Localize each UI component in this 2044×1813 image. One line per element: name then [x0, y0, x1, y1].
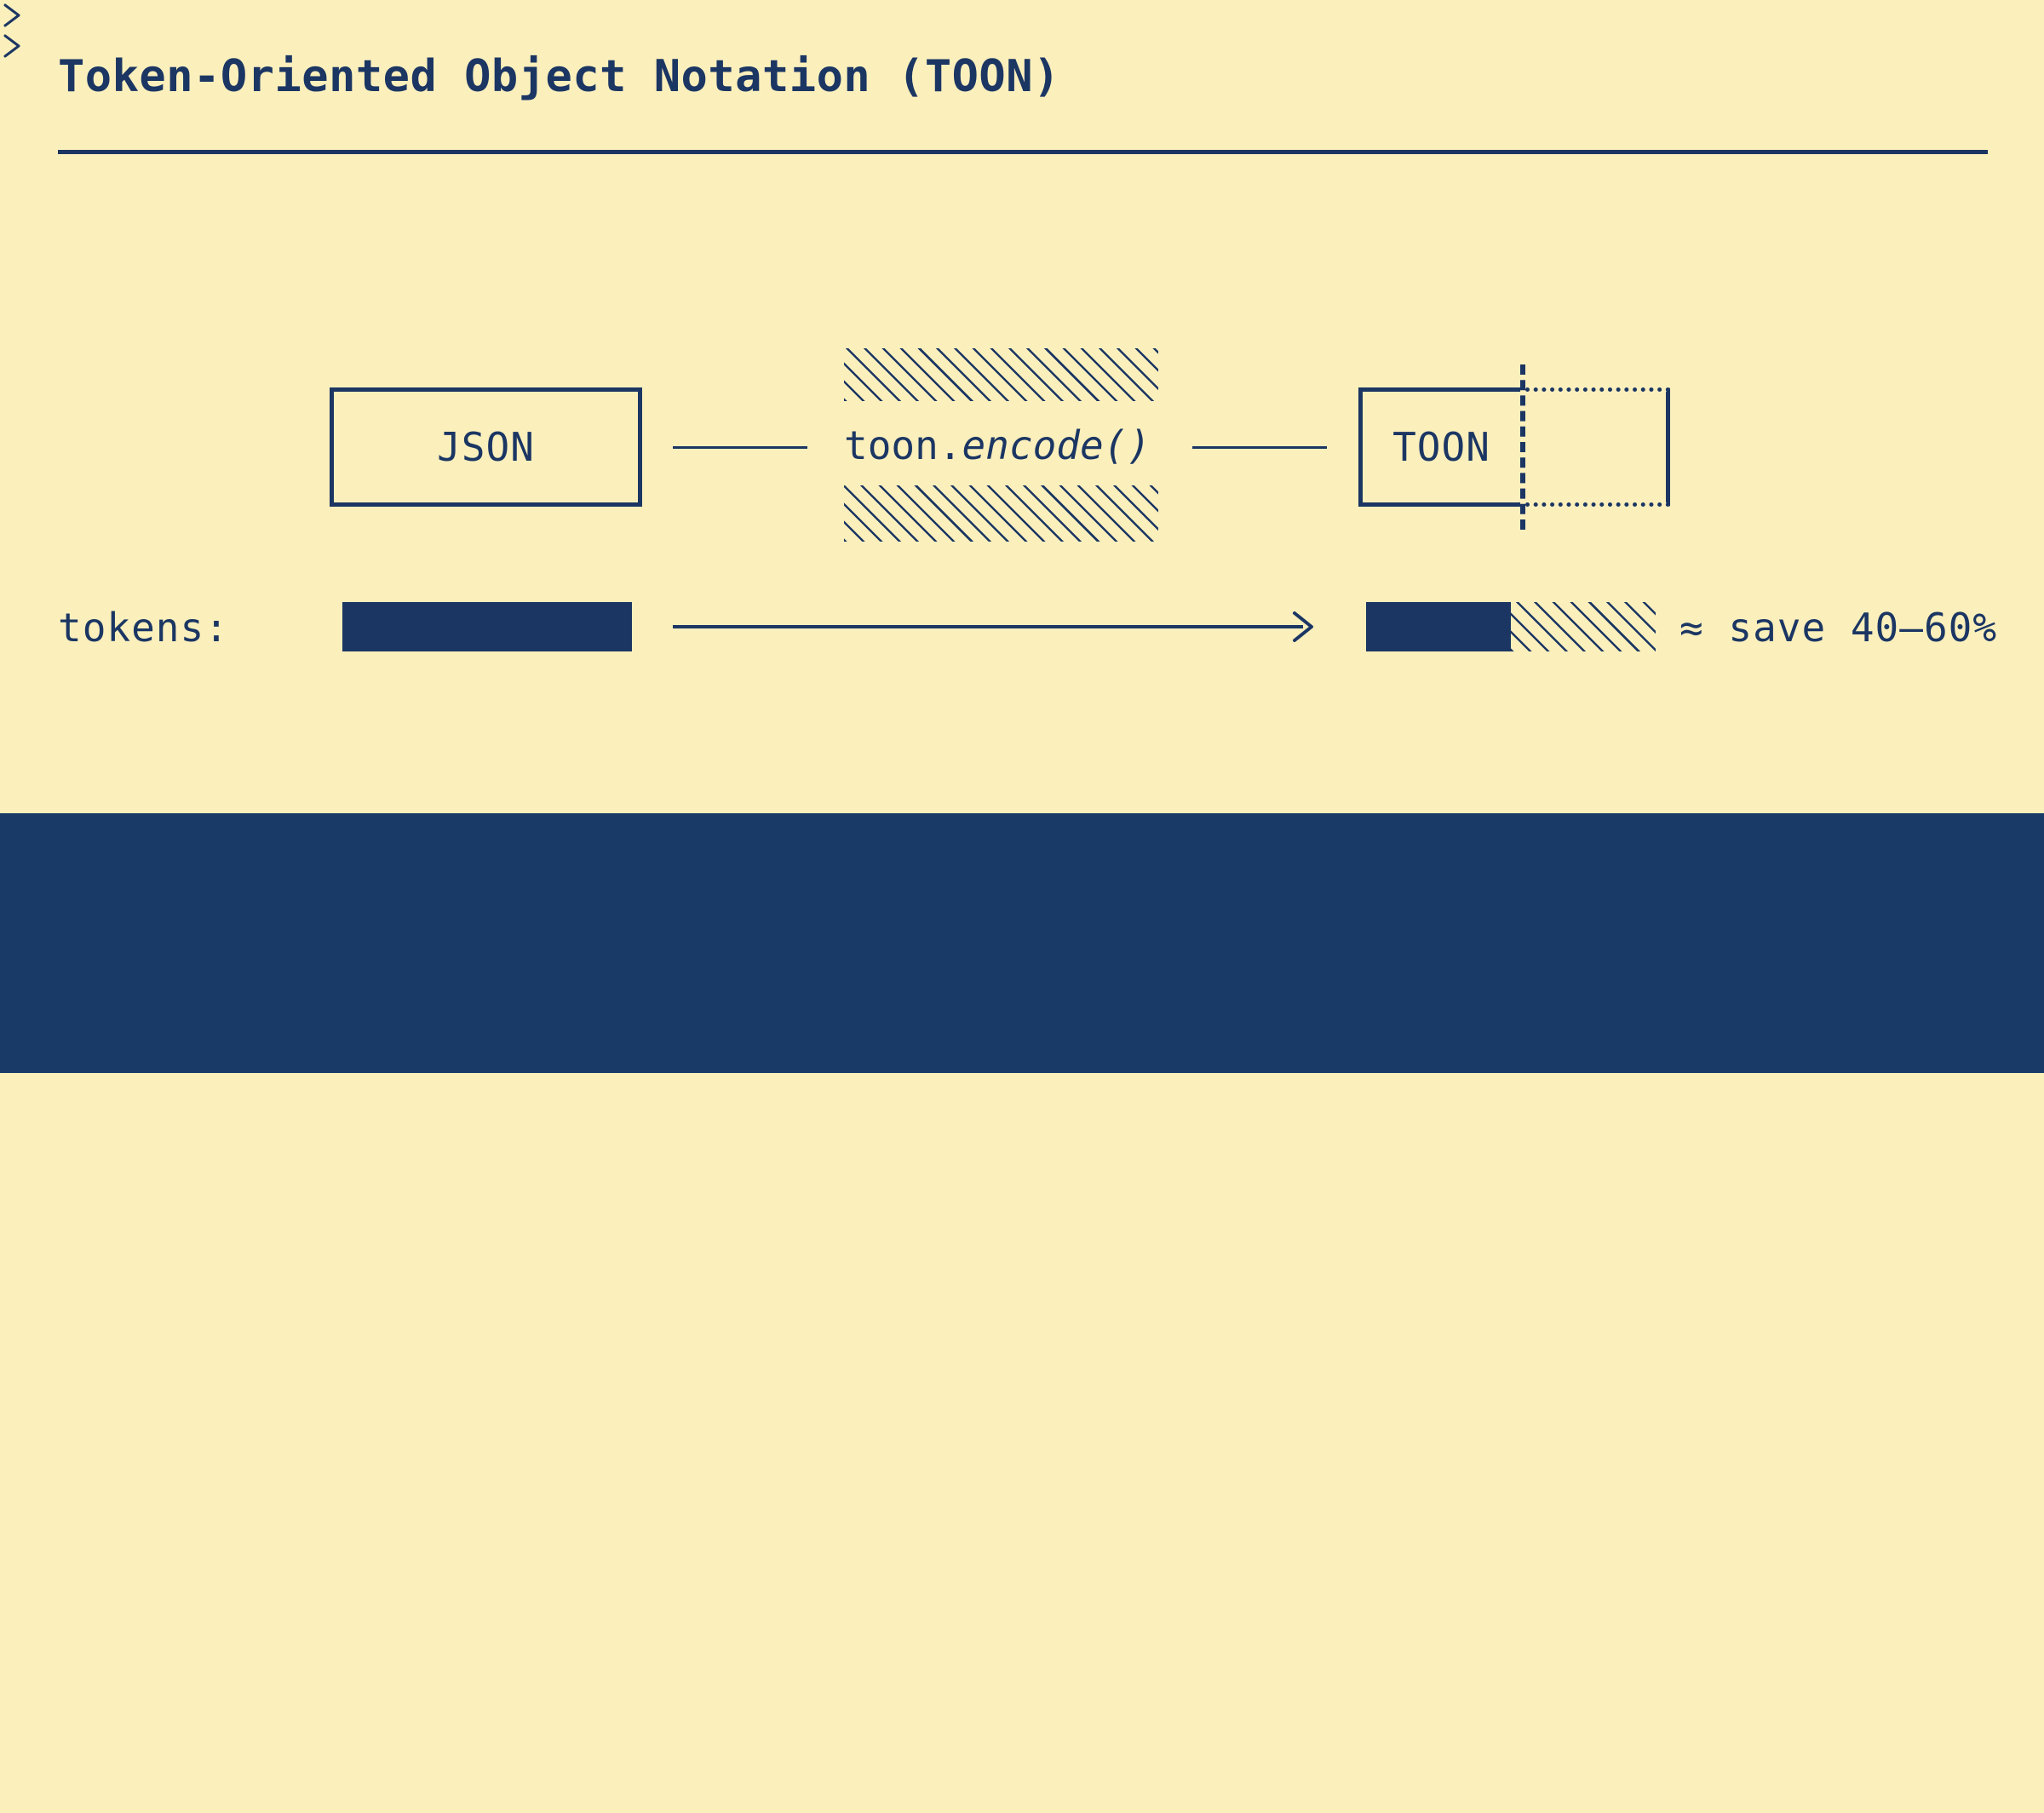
sample-row-code: tags[3]: jazz,chill,lofi [509, 1767, 1096, 1813]
sample-row-kind: TOON [322, 1767, 420, 1813]
arrow-json-to-encode-head [0, 0, 31, 31]
json-node-label: JSON [437, 424, 535, 470]
toon-node-divider [1520, 364, 1525, 530]
tokens-savings-note: ≈ save 40–60% [1679, 605, 1998, 651]
tokens-arrow-head [1288, 608, 1325, 645]
tokens-row-label: tokens: [58, 605, 229, 651]
toon-node-box: TOON [1358, 387, 1520, 507]
sample-row-arrow: → [457, 1767, 483, 1813]
hatch-block-bottom [844, 485, 1158, 542]
encode-prefix: toon. [844, 422, 962, 468]
arrow-json-to-encode-shaft [673, 446, 807, 449]
toon-node-label: TOON [1392, 424, 1490, 470]
title-divider [58, 150, 1988, 154]
sample-row: JSON → { "tags": ["jazz", "chill", "lofi"]… [322, 1697, 1414, 1743]
encode-call-label: toon.encode() [844, 422, 1158, 469]
sample-row-code: { "tags": ["jazz", "chill", "lofi"] } [509, 1697, 1414, 1743]
sample-row-kind: JSON [322, 1697, 420, 1743]
arrow-encode-to-toon-shaft [1192, 446, 1327, 449]
pipeline-row: JSON toon.encode() TOON tokens: [0, 0, 2044, 818]
tokens-bar-toon-used [1366, 602, 1511, 651]
tokens-bar-json [342, 602, 632, 651]
sample-row: TOON → tags[3]: jazz,chill,lofi [322, 1767, 1096, 1813]
hatch-block-top [844, 348, 1158, 401]
encode-call: encode() [962, 422, 1151, 468]
sample-label: sample: [58, 1697, 229, 1743]
sample-band: sample: JSON → { "tags": ["jazz", "chill",… [0, 813, 2044, 1813]
json-node-box: JSON [330, 387, 642, 507]
tokens-arrow-shaft [673, 625, 1303, 628]
tokens-bar-toon-saved [1511, 602, 1656, 651]
sample-row-arrow: → [457, 1697, 483, 1743]
arrow-encode-to-toon-head [0, 31, 31, 61]
page-title: Token-Oriented Object Notation (TOON) [58, 51, 1060, 102]
toon-node-saved-region [1525, 387, 1670, 507]
